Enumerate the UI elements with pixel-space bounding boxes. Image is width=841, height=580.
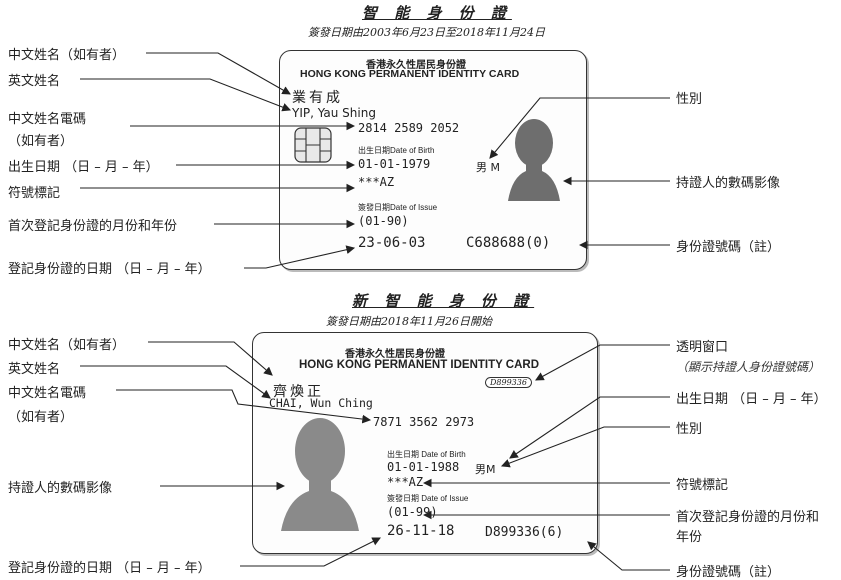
smart-card-symbols: ***AZ [358,175,395,189]
new-smart-id-card: 香港永久性居民身份證 HONG KONG PERMANENT IDENTITY … [252,332,598,554]
smart-card-chinese-name: 業有成 [292,90,343,106]
new-label-first-issue: 首次登記身份證的月份和 [676,510,820,525]
new-label-window-note: （顯示持證人身份證號碼） [676,360,821,374]
label-ccc: 中文姓名電碼 [8,112,87,127]
new-label-id-number: 身份證號碼（註） [676,565,781,580]
new-label-sex: 性別 [676,422,703,437]
new-card-transparent-window: D899336 [485,377,532,388]
label-issue-date: 登記身份證的日期 （日 – 月 – 年） [8,262,211,277]
new-card-heading: 新 智 能 身 份 證 [352,292,535,310]
new-label-english-name: 英文姓名 [8,362,61,377]
new-card-issue-date: 26-11-18 [387,523,455,539]
label-first-issue: 首次登記身份證的月份和年份 [8,219,178,234]
smart-card-title-zh: 香港永久性居民身份證 [366,60,466,71]
arrow-new-id-number [587,541,670,571]
new-card-sex: 男M [475,463,496,476]
new-label-digital-photo: 持證人的數碼影像 [8,481,113,496]
new-card-first-issue-caption: 簽發日期 Date of Issue [387,494,469,503]
smart-card-ccc: 2814 2589 2052 [358,121,460,135]
new-label-ccc-note: （如有者） [8,410,74,425]
new-card-photo [277,413,363,531]
arrow-english-name [80,78,292,112]
label-chinese-name: 中文姓名（如有者） [8,48,126,63]
label-sex: 性別 [676,92,703,107]
smart-card-subheading: 簽發日期由2003年6月23日至2018年11月24日 [308,26,545,39]
new-label-ccc: 中文姓名電碼 [8,386,87,401]
smart-card-photo [504,115,564,201]
new-label-issue-date: 登記身份證的日期 （日 – 月 – 年） [8,561,211,576]
new-card-id-number: D899336(6) [485,525,564,540]
smart-card-dob: 01-01-1979 [358,157,431,171]
new-label-dob: 出生日期 （日 – 月 – 年） [676,392,827,407]
new-card-first-issue: (01-99) [387,505,438,519]
new-card-symbols: ***AZ [387,475,424,489]
new-label-symbols: 符號標記 [676,478,729,493]
arrow-chinese-name [146,52,291,95]
smart-card-first-issue: (01-90) [358,214,409,228]
smart-card-chip [294,127,332,163]
new-card-dob-caption: 出生日期 Date of Birth [387,450,466,459]
smart-card-heading: 智 能 身 份 證 [362,4,512,22]
label-id-number: 身份證號碼（註） [676,240,781,255]
label-english-name: 英文姓名 [8,74,61,89]
new-label-first-issue-cont: 年份 [676,530,703,545]
new-card-subheading: 簽發日期由2018年11月26日開始 [326,315,492,328]
label-digital-photo: 持證人的數碼影像 [676,176,781,191]
smart-card-id-number: C688688(0) [466,235,551,251]
smart-card-dob-caption: 出生日期Date of Birth [358,146,435,155]
new-card-title-en: HONG KONG PERMANENT IDENTITY CARD [299,359,540,371]
label-dob: 出生日期 （日 – 月 – 年） [8,160,159,175]
smart-card-sex: 男 M [476,161,500,174]
new-card-dob: 01-01-1988 [387,460,460,474]
smart-card-title-en: HONG KONG PERMANENT IDENTITY CARD [300,68,520,80]
new-label-chinese-name: 中文姓名（如有者） [8,338,126,353]
smart-card-issue-date: 23-06-03 [358,235,426,251]
arrow-new-english-name [80,365,271,399]
smart-id-card: 香港永久性居民身份證 HONG KONG PERMANENT IDENTITY … [279,50,587,270]
smart-card-english-name: YIP, Yau Shing [292,106,376,120]
new-label-transparent-window: 透明窗口 [676,340,729,355]
label-ccc-note: （如有者） [8,134,74,149]
label-symbols: 符號標記 [8,186,61,201]
new-card-english-name: CHAI, Wun Ching [269,396,373,410]
smart-card-first-issue-caption: 簽發日期Date of Issue [358,203,438,212]
new-card-ccc: 7871 3562 2973 [373,415,475,429]
new-card-title-zh: 香港永久性居民身份證 [345,349,445,360]
